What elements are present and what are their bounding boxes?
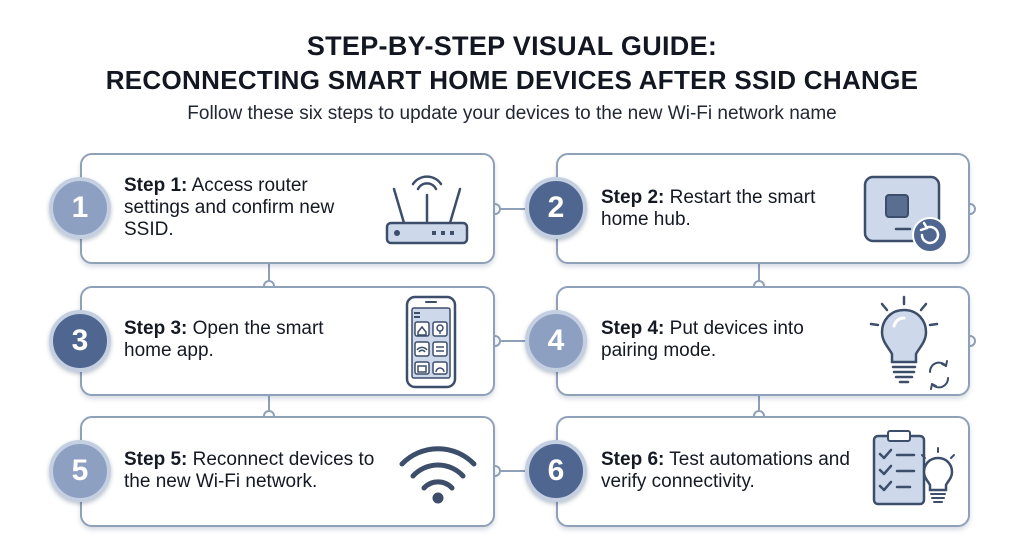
- step-2-text: Step 2: Restart the smart home hub.: [601, 187, 841, 231]
- page-subtitle: Follow these six steps to update your de…: [187, 103, 837, 124]
- step-1-badge: 1: [49, 177, 111, 239]
- step-5-text: Step 5: Reconnect devices to the new Wi-…: [124, 449, 394, 493]
- step-6-label: Step 6:: [601, 449, 665, 470]
- step-6-description: Test automations and verify connectivity…: [601, 449, 850, 492]
- step-2-badge: 2: [525, 177, 587, 239]
- step-4-text: Step 4: Put devices into pairing mode.: [601, 318, 851, 362]
- step-6-text: Step 6: Test automations and verify conn…: [601, 449, 861, 493]
- step-6-badge: 6: [525, 440, 587, 502]
- step-5-badge: 5: [49, 440, 111, 502]
- step-2-label: Step 2:: [601, 187, 665, 208]
- step-card-3: Step 3: Open the smart home app.: [80, 286, 495, 396]
- step-5-description: Reconnect devices to the new Wi-Fi netwo…: [124, 449, 375, 492]
- smartphone-app-icon: [404, 294, 458, 390]
- step-card-6: Step 6: Test automations and verify conn…: [556, 416, 970, 527]
- step-3-description: Open the smart home app.: [124, 318, 324, 361]
- step-4-badge: 4: [525, 310, 587, 372]
- step-card-1: Step 1: Access router settings and confi…: [80, 153, 495, 264]
- step-5-label: Step 5:: [124, 449, 188, 470]
- step-4-description: Put devices into pairing mode.: [601, 318, 804, 361]
- step-3-badge: 3: [49, 310, 111, 372]
- page-title-line-1: STEP-BY-STEP VISUAL GUIDE:: [306, 31, 718, 61]
- checklist-bulb-icon: [870, 428, 958, 512]
- step-card-2: Step 2: Restart the smart home hub.: [556, 153, 970, 264]
- hub-restart-icon: [862, 173, 954, 255]
- lightbulb-pairing-icon: [858, 294, 958, 390]
- router-icon: [384, 173, 470, 247]
- wifi-icon: [398, 444, 478, 506]
- step-1-description: Access router settings and confirm new S…: [124, 175, 335, 240]
- step-4-label: Step 4:: [601, 318, 665, 339]
- page-title-line-2: RECONNECTING SMART HOME DEVICES AFTER SS…: [105, 65, 919, 95]
- step-3-label: Step 3:: [124, 318, 188, 339]
- step-1-text: Step 1: Access router settings and confi…: [124, 175, 364, 241]
- step-1-label: Step 1:: [124, 175, 188, 196]
- step-3-text: Step 3: Open the smart home app.: [124, 318, 364, 362]
- step-card-5: Step 5: Reconnect devices to the new Wi-…: [80, 416, 495, 527]
- step-card-4: Step 4: Put devices into pairing mode.: [556, 286, 970, 396]
- step-2-description: Restart the smart home hub.: [601, 187, 816, 230]
